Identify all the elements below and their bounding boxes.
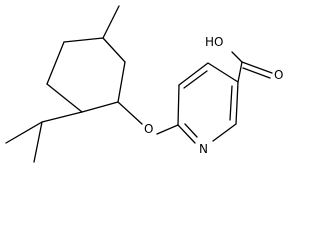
bond — [183, 70, 208, 89]
ether-bond-left — [117, 101, 143, 125]
isopropyl-group — [5, 111, 83, 163]
ring-nitrogen-label: N — [199, 142, 208, 156]
bond — [46, 83, 83, 113]
bond — [41, 111, 83, 123]
hydroxyl-label: HO — [205, 35, 223, 49]
bond — [177, 84, 180, 126]
bond — [241, 61, 273, 74]
bond — [178, 62, 209, 86]
bond — [102, 37, 126, 63]
bond — [242, 67, 271, 79]
bond — [235, 81, 239, 125]
bond — [237, 61, 243, 83]
molecule-drawing: HO O O N — [5, 5, 283, 163]
carbonyl-oxygen-label: O — [274, 68, 283, 82]
bond — [46, 41, 65, 85]
bond — [212, 123, 237, 142]
bond — [33, 121, 43, 163]
structure-canvas: HO O O N — [5, 5, 283, 163]
bond — [229, 85, 233, 121]
bond — [63, 37, 104, 43]
bond — [177, 124, 196, 144]
pyridine-ring — [177, 62, 239, 144]
bond — [231, 51, 243, 63]
bond — [207, 62, 239, 83]
bond — [81, 101, 119, 113]
ether-oxygen-label: O — [144, 122, 153, 136]
bond — [184, 123, 198, 138]
bond — [117, 61, 126, 103]
ether-bond-right — [156, 124, 179, 135]
methyl-bond — [102, 5, 120, 39]
carboxylic-acid-group — [231, 51, 273, 83]
bond — [5, 121, 43, 144]
cyclohexane-ring — [46, 37, 126, 113]
